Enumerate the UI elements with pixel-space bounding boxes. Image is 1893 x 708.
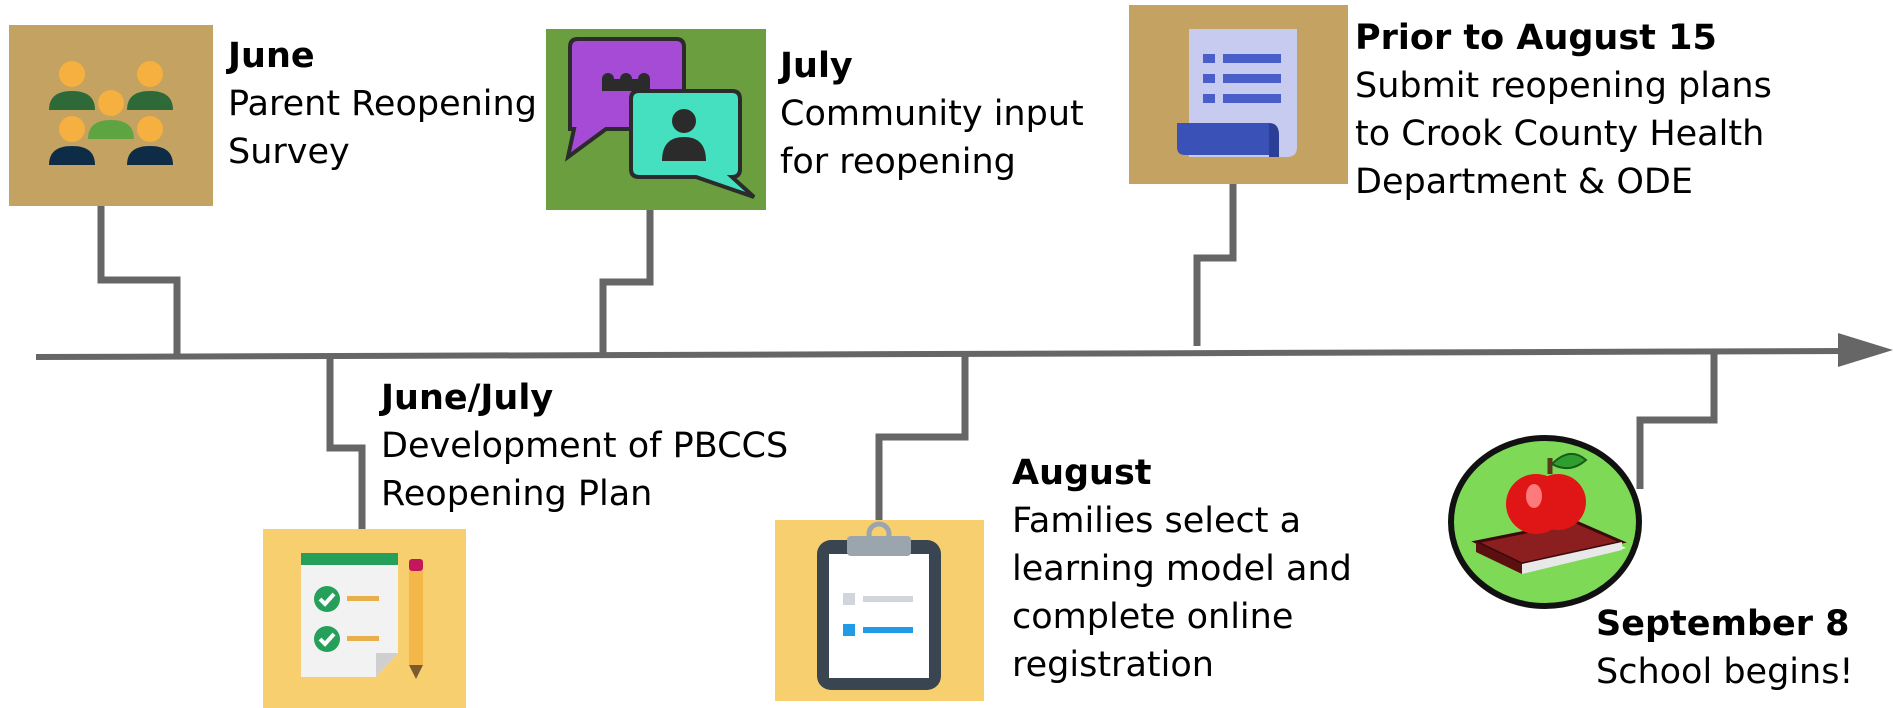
event-july: July Community input for reopening [780,42,1084,186]
event-description-line: Development of PBCCS [381,426,789,466]
people-group-icon [9,25,213,206]
event-description-line: complete online [1012,597,1294,637]
connector-sept-8 [1636,351,1718,489]
apple-book-icon [1446,430,1644,610]
event-description-line: Submit reopening plans [1355,66,1772,106]
event-date: July [780,46,853,86]
document-scroll-icon [1129,5,1348,184]
event-date: August [1012,453,1152,493]
chat-bubbles-icon [546,29,766,210]
event-description-line: to Crook County Health [1355,114,1765,154]
event-description-line: Community input [780,94,1084,134]
event-description-line: School begins! [1596,652,1854,692]
event-description-line: Reopening Plan [381,474,653,514]
event-description-line: registration [1012,645,1214,685]
event-description-line: Department & ODE [1355,162,1693,202]
event-date: June/July [381,378,554,418]
connector-july [599,210,654,357]
connector-june [97,206,181,357]
event-description-line: for reopening [780,142,1016,182]
event-date: Prior to August 15 [1355,18,1717,58]
event-date: June [228,36,315,76]
event-description-line: Families select a [1012,501,1302,541]
clipboard-icon [775,520,984,701]
event-date: September 8 [1596,604,1850,644]
event-description-line: Parent Reopening [228,84,537,124]
event-august: August Families select a learning model … [1012,449,1352,689]
event-description-line: Survey [228,132,350,172]
checklist-notepad-icon [263,529,466,708]
event-prior-aug-15: Prior to August 15 Submit reopening plan… [1355,14,1772,206]
connector-prior-aug-15 [1193,178,1237,346]
timeline-axis [35,348,1851,360]
event-sept-8: September 8 School begins! [1596,600,1853,696]
timeline-arrowhead [1838,333,1893,367]
event-june: June Parent Reopening Survey [228,32,537,176]
event-description-line: learning model and [1012,549,1352,589]
connector-june-july [326,357,366,540]
event-june-july: June/July Development of PBCCS Reopening… [381,374,788,518]
connector-august [875,355,969,522]
